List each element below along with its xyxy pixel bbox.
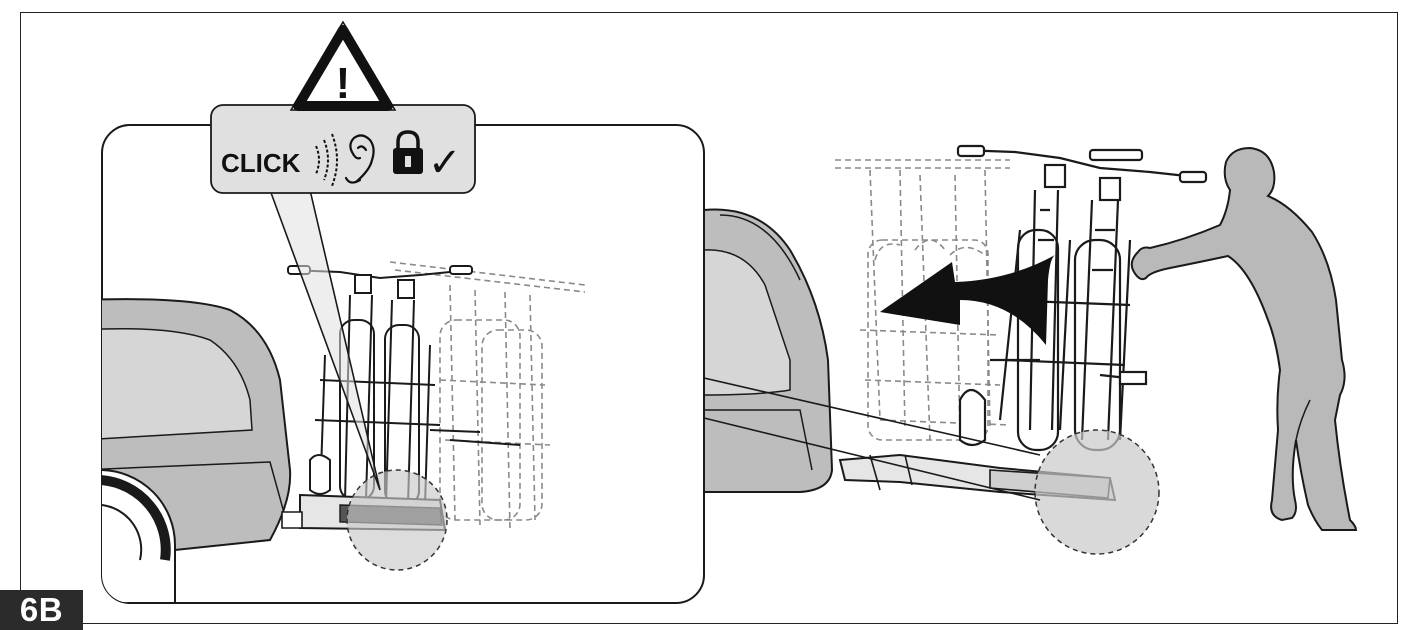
warning-triangle-icon: !	[289, 20, 397, 111]
zoom-projection-lines	[703, 377, 1041, 501]
figure-frame	[20, 12, 1398, 624]
detail-circle-right	[1034, 429, 1160, 555]
rotate-arrow-icon	[880, 255, 1055, 345]
bikes-right	[956, 144, 1208, 452]
ear-icon	[344, 134, 375, 184]
car-rear-inset	[102, 298, 292, 603]
sound-waves-icon	[315, 133, 338, 187]
checkmark-icon: ✓	[428, 140, 462, 186]
right-scene	[703, 144, 1358, 555]
detail-circle-inset	[346, 469, 448, 571]
car-rear-right	[703, 208, 834, 493]
padlock-icon	[393, 130, 423, 174]
person-silhouette	[1130, 146, 1358, 531]
warning-exclamation: !	[336, 59, 351, 108]
click-text: CLICK	[221, 148, 301, 178]
detail-inset	[101, 124, 705, 604]
step-label: 6B	[0, 590, 83, 630]
